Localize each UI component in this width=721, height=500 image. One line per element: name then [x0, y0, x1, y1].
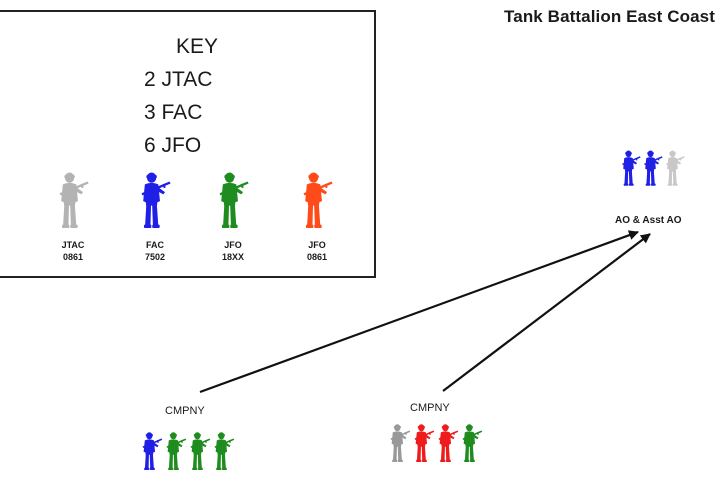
- legend-label: JFO: [308, 240, 326, 250]
- legend-item-jtac: JTAC 0861: [38, 172, 108, 263]
- key-title: KEY: [176, 35, 219, 58]
- key-count-jfo: 6 JFO: [144, 134, 202, 157]
- legend-item-jfo-0861: JFO 0861: [282, 172, 352, 263]
- red-soldier-icon: [436, 424, 460, 462]
- green-soldier-icon: [216, 172, 251, 228]
- legend-item-jfo-18xx: JFO 18XX: [198, 172, 268, 263]
- company-2-label: CMPNY: [410, 402, 450, 414]
- key-count-fac: 3 FAC: [144, 101, 203, 124]
- company-1-label: CMPNY: [165, 405, 205, 417]
- hq-label: AO & Asst AO: [615, 215, 682, 226]
- legend-code: 0861: [306, 252, 328, 262]
- gray-soldier-icon: [56, 172, 91, 228]
- page-title: Tank Battalion East Coast: [504, 7, 715, 26]
- blue-soldier-icon: [138, 172, 173, 228]
- hq-soldier-group: [620, 150, 686, 186]
- green-soldier-icon: [212, 432, 236, 470]
- legend-label: JFO: [224, 240, 242, 250]
- legend-label: JTAC: [61, 240, 85, 250]
- key-legend-box: KEY 2 JTAC 3 FAC 6 JFO JTAC 0861 FAC 750…: [0, 10, 376, 278]
- blue-soldier-icon: [642, 150, 664, 186]
- legend-code: 7502: [144, 252, 166, 262]
- orange-soldier-icon: [300, 172, 335, 228]
- green-soldier-icon: [460, 424, 484, 462]
- gray-soldier-icon: [388, 424, 412, 462]
- legend-code: 18XX: [221, 252, 245, 262]
- legend-label: FAC: [146, 240, 164, 250]
- green-soldier-icon: [164, 432, 188, 470]
- red-soldier-icon: [412, 424, 436, 462]
- key-count-jtac: 2 JTAC: [144, 68, 213, 91]
- legend-code: 0861: [62, 252, 84, 262]
- arrow-company2-to-hq: [442, 233, 651, 392]
- blue-soldier-icon: [620, 150, 642, 186]
- blue-soldier-icon: [140, 432, 164, 470]
- company-1-soldier-group: [140, 432, 236, 470]
- legend-item-fac: FAC 7502: [120, 172, 190, 263]
- gray-soldier-icon: [664, 150, 686, 186]
- green-soldier-icon: [188, 432, 212, 470]
- company-2-soldier-group: [388, 424, 484, 462]
